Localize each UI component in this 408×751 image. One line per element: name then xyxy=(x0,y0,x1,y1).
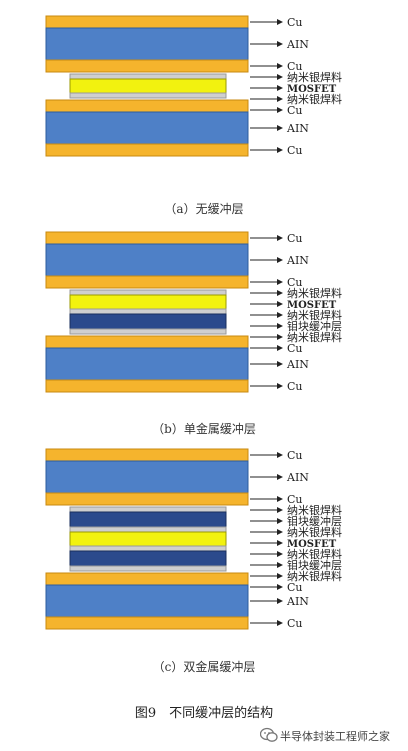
figure-caption: 图9 不同缓冲层的结构 xyxy=(134,706,274,721)
label-cu: Cu xyxy=(287,144,303,157)
label-solder: 纳米银焊料 xyxy=(287,92,342,106)
layer-aln xyxy=(45,111,249,145)
label-aln: AIN xyxy=(286,595,309,608)
layer-cu xyxy=(45,143,249,157)
label-aln: AIN xyxy=(286,358,309,371)
layer-mo xyxy=(69,313,227,330)
label-cu: Cu xyxy=(287,581,303,594)
label-solder: 纳米银焊料 xyxy=(287,525,342,539)
label-solder: 纳米银焊料 xyxy=(287,547,342,561)
label-cu: Cu xyxy=(287,232,303,245)
layer-aln xyxy=(45,27,249,61)
label-solder: 纳米银焊料 xyxy=(287,503,342,517)
label-cu: Cu xyxy=(287,276,303,289)
label-solder: 纳米银焊料 xyxy=(287,286,342,300)
label-cu: Cu xyxy=(287,617,303,630)
label-cu: Cu xyxy=(287,493,303,506)
layer-mo xyxy=(69,550,227,567)
layer-cu xyxy=(45,15,249,29)
watermark: 半导体封装工程师之家 xyxy=(260,726,408,746)
layer-solder xyxy=(69,565,227,572)
wechat-icon xyxy=(260,727,278,742)
label-cu: Cu xyxy=(287,449,303,462)
label-solder: 纳米银焊料 xyxy=(287,569,342,583)
watermark-text: 半导体封装工程师之家 xyxy=(280,730,390,743)
label-solder: 纳米银焊料 xyxy=(287,70,342,84)
layer-mosfet xyxy=(69,294,227,310)
label-cu: Cu xyxy=(287,16,303,29)
label-cu: Cu xyxy=(287,104,303,117)
label-solder: 纳米银焊料 xyxy=(287,308,342,322)
layer-cu xyxy=(45,492,249,506)
layer-cu xyxy=(45,59,249,73)
label-cu: Cu xyxy=(287,380,303,393)
layer-cu xyxy=(45,275,249,289)
layer-aln xyxy=(45,460,249,494)
label-mo: 钼块缓冲层 xyxy=(287,558,342,572)
layer-aln xyxy=(45,584,249,618)
layer-solder xyxy=(69,328,227,335)
layer-solder xyxy=(69,289,227,296)
label-aln: AIN xyxy=(286,471,309,484)
label-mosfet: MOSFET xyxy=(287,84,337,95)
label-mo: 钼块缓冲层 xyxy=(287,319,342,333)
layer-solder xyxy=(69,506,227,513)
layer-cu xyxy=(45,616,249,630)
layer-aln xyxy=(45,347,249,381)
caption-c: （c）双金属缓冲层 xyxy=(152,660,256,674)
layer-cu xyxy=(45,99,249,113)
layer-cu xyxy=(45,572,249,586)
layer-cu xyxy=(45,335,249,349)
label-cu: Cu xyxy=(287,342,303,355)
layer-mosfet xyxy=(69,78,227,94)
layer-solder xyxy=(69,308,227,315)
caption-b: （b）单金属缓冲层 xyxy=(152,422,256,436)
label-aln: AIN xyxy=(286,38,309,51)
label-aln: AIN xyxy=(286,254,309,267)
label-aln: AIN xyxy=(286,122,309,135)
label-mosfet: MOSFET xyxy=(287,300,337,311)
caption-a: （a）无缓冲层 xyxy=(164,202,244,216)
label-solder: 纳米银焊料 xyxy=(287,330,342,344)
layer-solder xyxy=(69,545,227,552)
label-mosfet: MOSFET xyxy=(287,539,337,550)
layer-solder xyxy=(69,73,227,80)
layer-mo xyxy=(69,511,227,528)
layer-solder xyxy=(69,526,227,533)
layer-solder xyxy=(69,92,227,99)
layer-mosfet xyxy=(69,531,227,547)
layer-cu xyxy=(45,231,249,245)
layer-cu xyxy=(45,379,249,393)
layer-cu xyxy=(45,448,249,462)
label-cu: Cu xyxy=(287,60,303,73)
layer-aln xyxy=(45,243,249,277)
label-mo: 钼块缓冲层 xyxy=(287,514,342,528)
